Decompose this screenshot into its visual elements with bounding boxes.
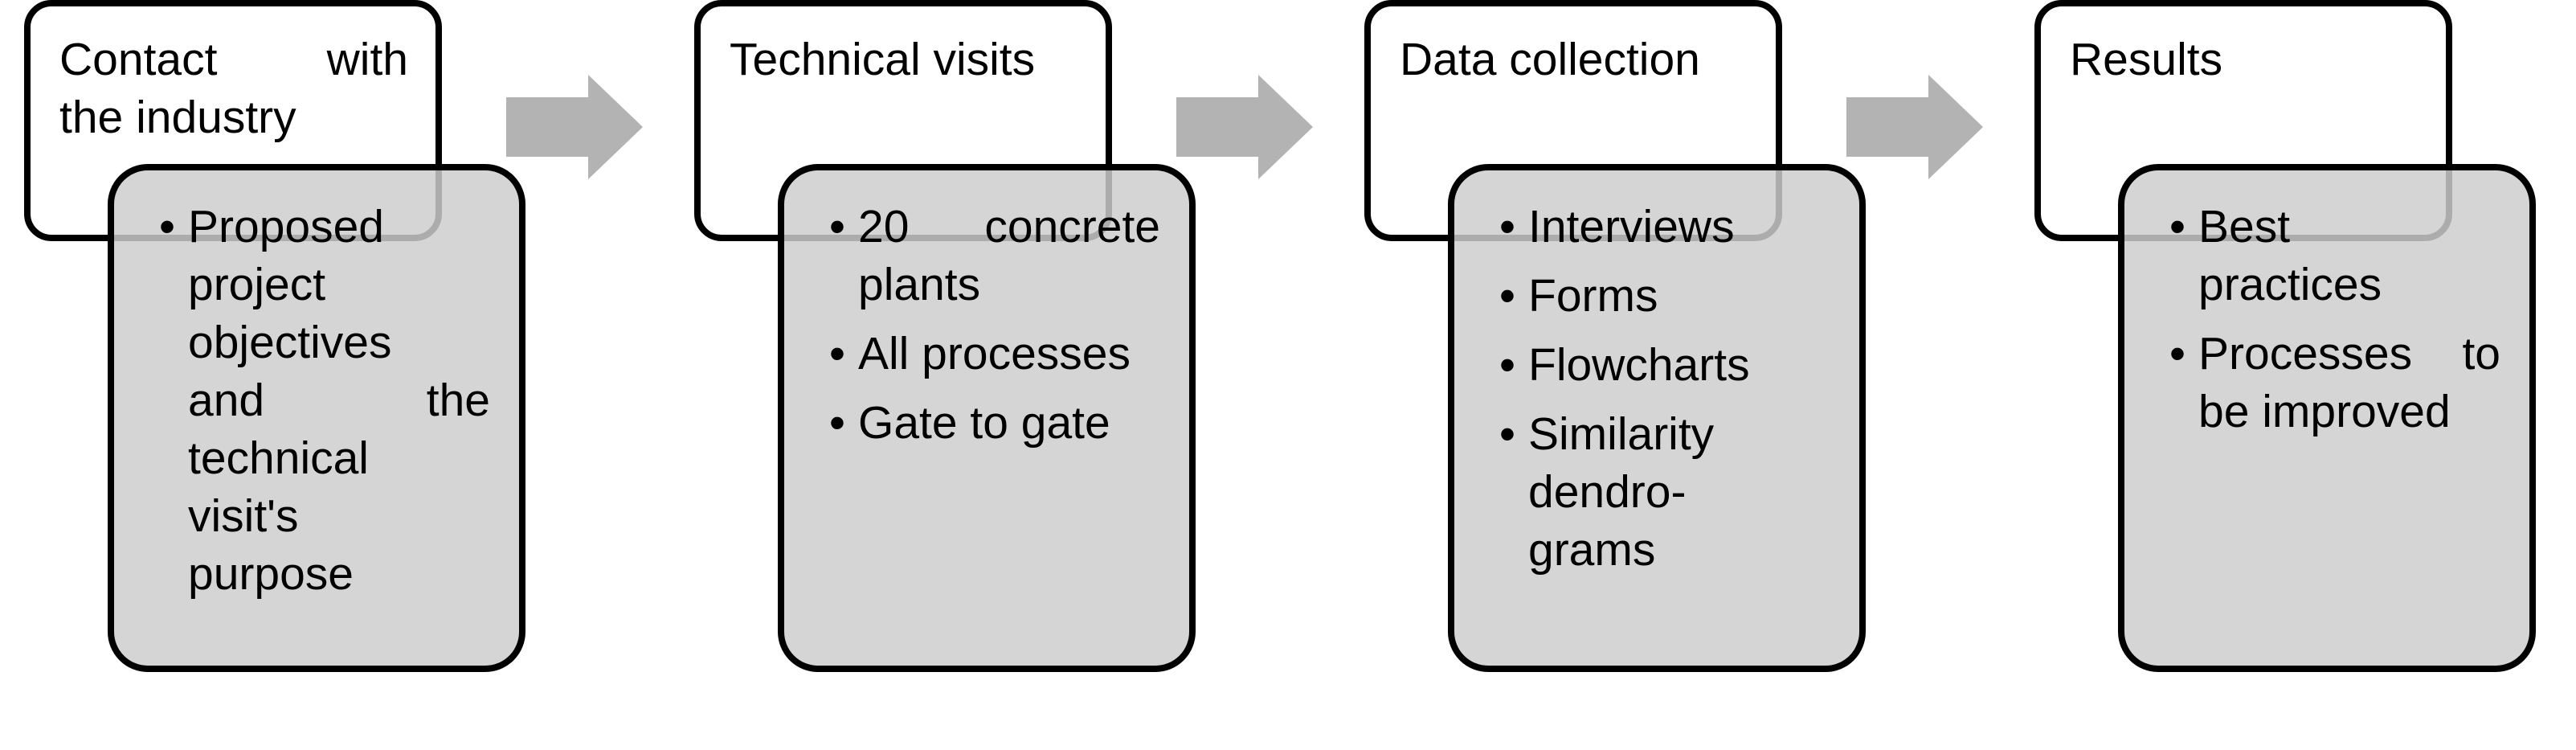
step-title-line: the industry [59, 92, 296, 143]
bullet-line: Processes to [2198, 328, 2500, 379]
bullet-item: • Proposed project objectives and the te… [159, 198, 490, 603]
step-title-line: Contact with [59, 34, 408, 85]
bullet-text: Proposed project objectives and the tech… [188, 198, 490, 603]
bullet-list: • Proposed project objectives and the te… [159, 198, 490, 603]
bullet-list: • Interviews • Forms • Flowcharts • Simi… [1499, 198, 1830, 579]
bullet-line: technical [188, 432, 369, 484]
bullet-icon: • [829, 328, 845, 379]
bullet-line: visit's [188, 490, 299, 542]
bullet-item: • Forms [1499, 267, 1830, 325]
bullet-text: All processes [858, 328, 1131, 379]
bullet-icon: • [829, 397, 845, 449]
bullet-line: practices [2198, 259, 2382, 310]
right-arrow-icon [1176, 75, 1313, 179]
bullet-icon: • [1499, 270, 1515, 322]
bullet-text: Gate to gate [858, 397, 1110, 449]
step-title: Data collection [1400, 34, 1700, 85]
bullet-item: • Interviews [1499, 198, 1830, 256]
bullet-line: grams [1528, 524, 1656, 576]
bullet-line: Similarity [1528, 408, 1715, 460]
bullet-item: • Flowcharts [1499, 336, 1830, 394]
step-detail-box: • Best practices • Processes to be impro… [2118, 164, 2536, 672]
bullet-text: Forms [1528, 270, 1658, 322]
bullet-line: purpose [188, 548, 354, 600]
bullet-line: Proposed [188, 201, 385, 252]
bullet-icon: • [1499, 339, 1515, 391]
right-arrow-icon [1846, 75, 1983, 179]
bullet-line: dendro- [1528, 466, 1687, 518]
bullet-text: Similarity dendro- grams [1528, 405, 1830, 579]
step-detail-box: • 20 concrete plants • All processes • G… [778, 164, 1196, 672]
step-technical-visits: Technical visits • 20 concrete plants • … [694, 0, 1353, 750]
bullet-list: • Best practices • Processes to be impro… [2169, 198, 2500, 441]
bullet-text: Interviews [1528, 201, 1735, 252]
bullet-line: be improved [2198, 386, 2451, 437]
bullet-line: project [188, 259, 326, 310]
bullet-item: • Similarity dendro- grams [1499, 405, 1830, 579]
step-contact-industry: Contact with the industry • Proposed pro… [24, 0, 683, 750]
bullet-list: • 20 concrete plants • All processes • G… [829, 198, 1160, 452]
step-detail-box: • Proposed project objectives and the te… [108, 164, 525, 672]
bullet-line: objectives [188, 317, 392, 368]
step-detail-box: • Interviews • Forms • Flowcharts • Simi… [1448, 164, 1866, 672]
bullet-icon: • [2169, 328, 2186, 379]
bullet-item: • Processes to be improved [2169, 325, 2500, 441]
bullet-item: • All processes [829, 325, 1160, 383]
bullet-line: and the [188, 375, 490, 426]
step-title: Technical visits [730, 34, 1036, 85]
bullet-icon: • [159, 201, 175, 252]
step-results: Results • Best practices • Processes to … [2034, 0, 2576, 750]
bullet-icon: • [829, 201, 845, 252]
bullet-icon: • [1499, 201, 1515, 252]
bullet-icon: • [2169, 201, 2186, 252]
bullet-text: Best practices [2198, 198, 2500, 314]
bullet-item: • 20 concrete plants [829, 198, 1160, 314]
step-data-collection: Data collection • Interviews • Forms • F… [1364, 0, 2023, 750]
bullet-line: plants [858, 259, 981, 310]
bullet-icon: • [1499, 408, 1515, 460]
bullet-line: 20 concrete [858, 201, 1160, 252]
bullet-text: Flowcharts [1528, 339, 1750, 391]
bullet-text: 20 concrete plants [858, 198, 1160, 314]
bullet-item: • Gate to gate [829, 394, 1160, 452]
step-title: Results [2070, 34, 2223, 85]
bullet-line: Best [2198, 201, 2291, 252]
right-arrow-icon [506, 75, 643, 179]
bullet-item: • Best practices [2169, 198, 2500, 314]
bullet-text: Processes to be improved [2198, 325, 2500, 441]
